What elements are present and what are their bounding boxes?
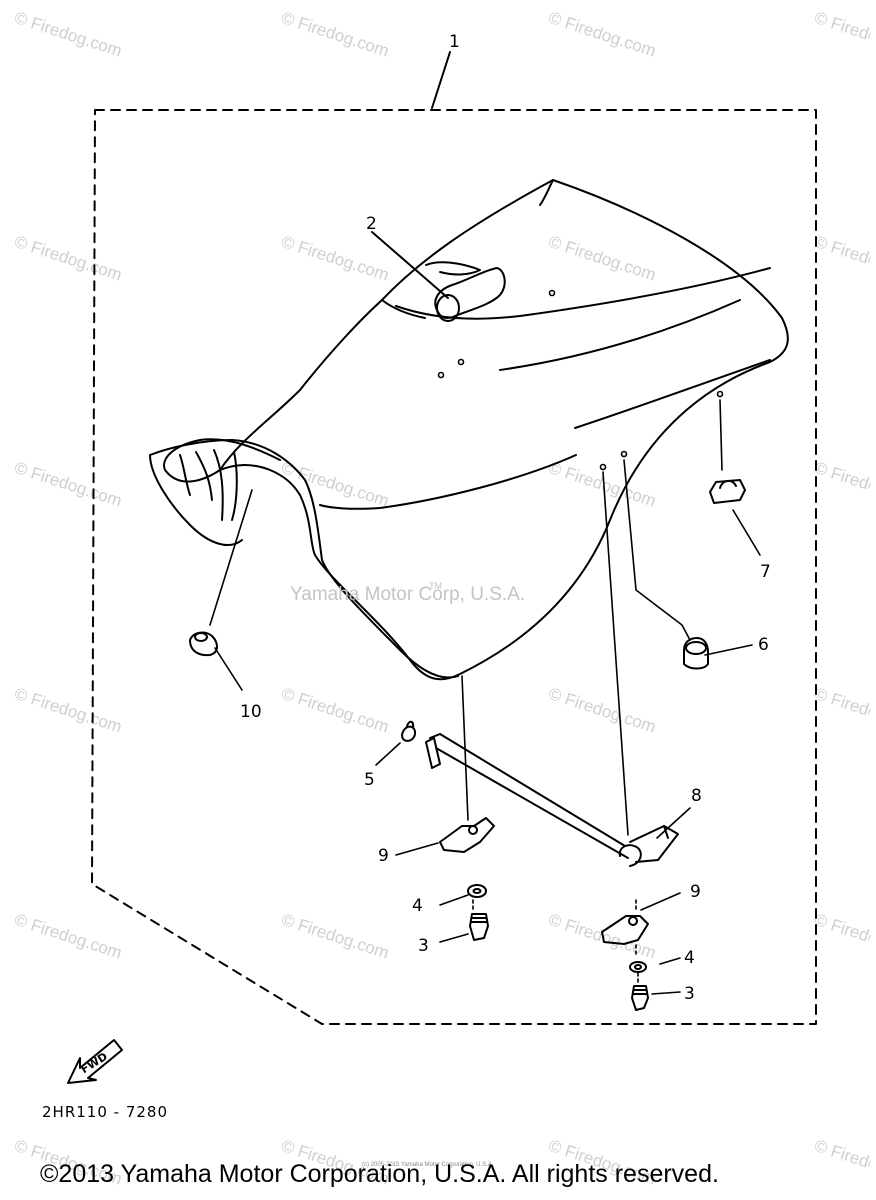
callout-3-right: 3 [684,984,695,1004]
assembly-boundary [91,109,817,1025]
part-3-bolts [469,913,649,1011]
part-7-clip [709,479,746,504]
footer-copyright: ©2013 Yamaha Motor Corporation, U.S.A. A… [40,1160,719,1188]
callout-7: 7 [760,562,771,582]
callout-3-left: 3 [418,936,429,956]
callout-9-right: 9 [690,882,701,902]
center-watermark: Yamaha Motor Corp, U.S.A.TM [290,580,526,605]
part-4-washers [467,884,647,973]
callout-1: 1 [449,32,460,52]
callout-8: 8 [691,786,702,806]
footer-small-copyright: (c) 2005-2015 Yamaha Motor Corporation, … [362,1162,494,1168]
callout-4-right: 4 [684,948,695,968]
leader-lines [209,399,761,995]
seat-part [149,179,789,681]
part-5-clip [401,720,417,742]
part-2-knob [371,231,506,322]
part-9-bracket-right [601,915,649,945]
callout-6: 6 [758,635,769,655]
part-10-cushion [189,631,218,657]
drawing-code: 2HR110 - 7280 [42,1103,168,1121]
part-6-cushion [683,637,709,670]
callout-5: 5 [364,770,375,790]
leader-1 [431,51,451,109]
callout-2: 2 [366,214,377,234]
callout-4-left: 4 [412,896,423,916]
callout-10: 10 [240,702,262,722]
seat-holes [437,289,724,471]
part-8-bracket [425,733,679,867]
part-9-bracket-left [439,817,495,853]
callout-9-left: 9 [378,846,389,866]
fwd-arrow [67,1039,123,1084]
trademark-mark: TM [429,580,443,591]
